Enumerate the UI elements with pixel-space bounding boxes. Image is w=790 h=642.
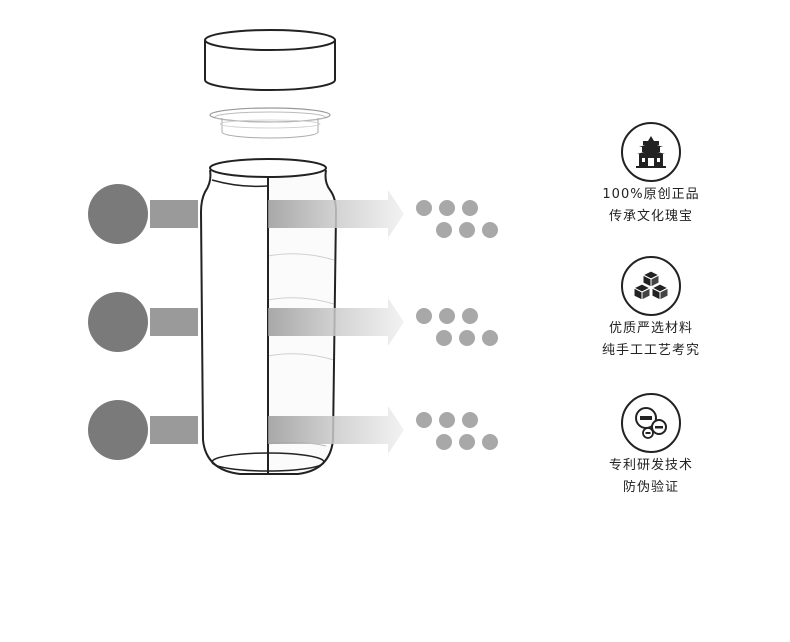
temple-icon	[621, 122, 681, 182]
flow-row	[88, 292, 498, 352]
small-dot	[436, 330, 452, 346]
small-dot	[462, 308, 478, 324]
small-dots-group	[416, 200, 498, 238]
small-dot	[439, 200, 455, 216]
small-dot	[482, 222, 498, 238]
coins-icon	[621, 393, 681, 453]
flow-arrow-left	[150, 416, 198, 444]
small-dot	[436, 434, 452, 450]
small-dot	[416, 412, 432, 428]
feature-line-2: 纯手工工艺考究	[601, 343, 700, 358]
feature-line-1: 100%原创正品	[602, 187, 700, 202]
small-dots-group	[416, 308, 498, 346]
flow-row	[88, 400, 498, 460]
feature-materials: 优质严选材料 纯手工工艺考究	[576, 256, 726, 362]
feature-line-2: 防伪验证	[622, 480, 679, 495]
flow-arrow	[268, 298, 404, 346]
flow-arrow-left	[150, 200, 198, 228]
small-dot	[439, 308, 455, 324]
feature-line-1: 优质严选材料	[608, 321, 693, 336]
seal-ring	[209, 107, 331, 139]
source-dot	[88, 400, 148, 460]
small-dots-group	[416, 412, 498, 450]
small-dot	[416, 200, 432, 216]
flow-arrow-left	[150, 308, 198, 336]
feature-line-2: 传承文化瑰宝	[608, 209, 693, 224]
feature-heritage: 100%原创正品 传承文化瑰宝	[576, 122, 726, 228]
source-dot	[88, 184, 148, 244]
flow-arrow	[268, 406, 404, 454]
cubes-icon	[621, 256, 681, 316]
feature-antifake: 专利研发技术 防伪验证	[576, 393, 726, 499]
small-dot	[416, 308, 432, 324]
flow-arrow	[268, 190, 404, 238]
small-dot	[482, 434, 498, 450]
small-dot	[459, 434, 475, 450]
small-dot	[439, 412, 455, 428]
cup-lid	[204, 29, 336, 91]
small-dot	[459, 222, 475, 238]
small-dot	[462, 200, 478, 216]
flow-row	[88, 184, 498, 244]
small-dot	[482, 330, 498, 346]
small-dot	[462, 412, 478, 428]
small-dot	[459, 330, 475, 346]
source-dot	[88, 292, 148, 352]
small-dot	[436, 222, 452, 238]
feature-line-1: 专利研发技术	[608, 458, 693, 473]
